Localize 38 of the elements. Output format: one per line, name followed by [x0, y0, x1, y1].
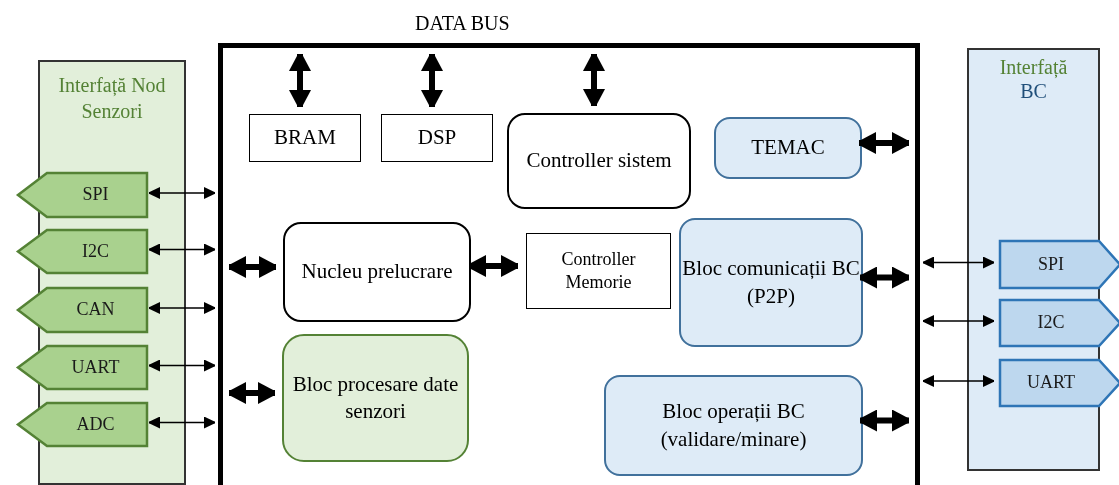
node-label: SPI: [82, 183, 109, 207]
module-box: [282, 334, 469, 462]
module-box: [249, 114, 361, 162]
module-box: [507, 113, 691, 209]
bus-label: DATA BUS: [415, 11, 510, 36]
node-label: Bloc operații BC (validare/minare): [659, 398, 808, 453]
node-label: BRAM: [274, 124, 336, 152]
node-label: Controller sistem: [526, 147, 672, 175]
module-box: [714, 117, 862, 179]
port-tag: [999, 299, 1119, 347]
module-box: [604, 375, 863, 476]
node-label: Nucleu prelucrare: [301, 258, 453, 286]
panel-title: Interfață: [999, 55, 1068, 79]
node-label: Bloc procesare date senzori: [291, 370, 460, 425]
port-tag: [17, 402, 148, 447]
node-label: I2C: [1037, 311, 1065, 335]
module-box: [679, 218, 863, 347]
node-label: UART: [1027, 371, 1075, 395]
port-tag: [17, 287, 148, 333]
node-label: UART: [71, 355, 120, 379]
node-label: Controller Memorie: [560, 247, 637, 294]
port-tag: [17, 172, 148, 218]
node-label: Bloc comunicații BC (P2P): [681, 255, 861, 310]
node-label: I2C: [82, 239, 109, 263]
node-label: ADC: [76, 412, 115, 436]
port-tag: [17, 345, 148, 390]
module-box: [526, 233, 671, 309]
panel-title: BC: [1020, 79, 1047, 103]
node-label: CAN: [76, 298, 115, 322]
module-box: [283, 222, 471, 322]
port-tag: [999, 359, 1119, 407]
node-label: SPI: [1038, 252, 1064, 276]
module-box: [381, 114, 493, 162]
node-label: TEMAC: [751, 134, 825, 162]
port-tag: [17, 229, 148, 274]
panel-title: Interfață Nod Senzori: [57, 73, 167, 124]
port-tag: [999, 240, 1119, 289]
node-label: DSP: [417, 124, 457, 152]
